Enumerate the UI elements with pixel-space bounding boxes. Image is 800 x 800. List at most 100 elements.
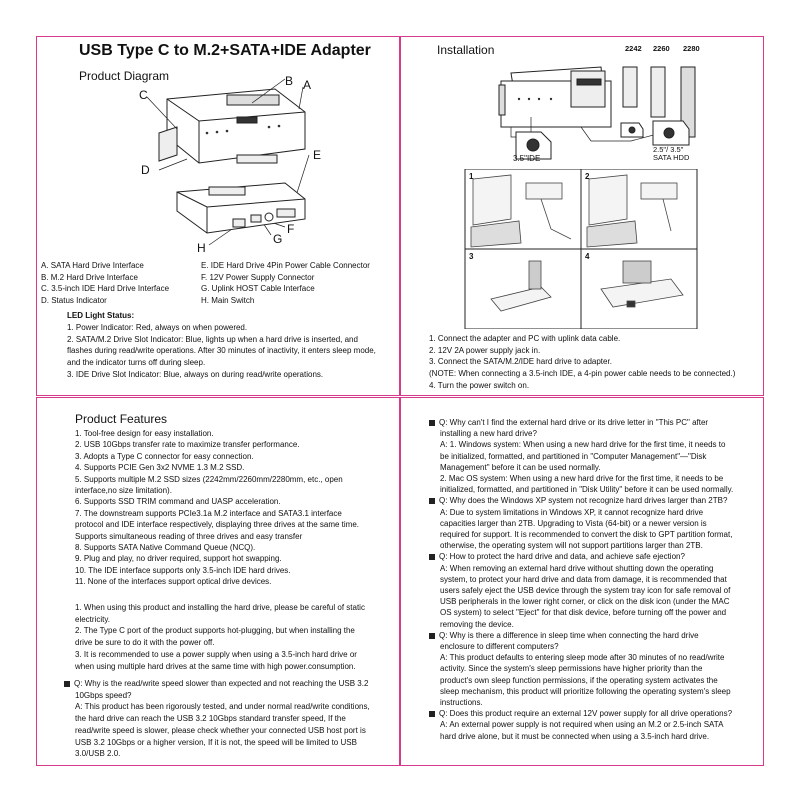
label-c: C	[139, 88, 148, 102]
faq-list: Q: Why can't I find the external hard dr…	[429, 417, 763, 742]
legend-item: F. 12V Power Supply Connector	[201, 272, 315, 282]
led-status-title: LED Light Status:	[67, 311, 135, 320]
size-2280: 2280	[683, 44, 700, 53]
hdd-type-label: SATA HDD	[653, 153, 690, 162]
step-num-1: 1	[469, 172, 474, 181]
label-f: F	[287, 222, 295, 236]
label-g: G	[273, 232, 283, 246]
led-line: flashes during read/write operations. Af…	[67, 346, 376, 356]
note-line: drive be sure to do it with the power of…	[75, 638, 215, 648]
faq-answer: removing the device.	[440, 619, 514, 629]
square-bullet-icon	[429, 498, 435, 505]
label-a: A	[303, 78, 312, 92]
faq-answer: be initialized, formatted, and partition…	[440, 451, 707, 461]
label-d: D	[141, 163, 150, 177]
square-bullet-icon	[429, 711, 435, 718]
legend-item: E. IDE Hard Drive 4Pin Power Cable Conne…	[201, 261, 370, 270]
faq-answer: A: This product has been rigorously test…	[75, 702, 370, 712]
faq-question: 10Gbps speed?	[75, 690, 132, 700]
faq-question: Q: Does this product require an external…	[439, 709, 733, 719]
faq-answer: sleep mechanism, this product will prior…	[440, 686, 731, 696]
led-line: 2. SATA/M.2 Drive Slot Indicator: Blue, …	[67, 334, 358, 344]
faq-answer: A: When removing an external hard drive …	[440, 563, 714, 573]
faq-answer: activity. Since the system's sleep permi…	[440, 664, 703, 674]
product-diagram-panel: USB Type C to M.2+SATA+IDE Adapter Produ…	[36, 36, 400, 396]
note-line: when using multiple hard drives at the s…	[75, 661, 356, 671]
feature-line: 11. None of the interfaces support optic…	[75, 577, 272, 587]
faq-answer: USB 3.2 10Gbps or a higher version, If i…	[75, 737, 357, 747]
feature-line: 6. Supports SSD TRIM command and UASP ac…	[75, 497, 281, 507]
faq-answer: read/write speed is slower, please check…	[75, 725, 366, 735]
features-title: Product Features	[75, 412, 168, 426]
faq-question: enclosure to different computers?	[440, 642, 559, 652]
faq-answer: 2. Mac OS system: When using a new hard …	[440, 474, 724, 484]
faq-answer: OS system) to select "Eject" for that di…	[440, 608, 727, 618]
size-2242: 2242	[625, 44, 642, 53]
installation-steps-list: 1. Connect the adapter and PC with uplin…	[429, 333, 763, 392]
faq-item: Q: Why does the Windows XP system not re…	[429, 495, 763, 551]
step-line: 3. Connect the SATA/M.2/IDE hard drive t…	[429, 357, 612, 367]
label-b: B	[285, 74, 294, 88]
product-features-panel: Product Features 1. Tool-free design for…	[36, 397, 400, 766]
features-list: 1. Tool-free design for easy installatio…	[75, 428, 397, 588]
led-line: 1. Power Indicator: Red, always on when …	[67, 323, 248, 332]
legend-left: A. SATA Hard Drive Interface B. M.2 Hard…	[41, 260, 201, 307]
installation-steps-diagram	[464, 169, 698, 329]
device-diagram	[146, 78, 310, 246]
feature-line: 7. The downstream supports PCIe3.1a M.2 …	[75, 508, 342, 518]
led-status-list: 1. Power Indicator: Red, always on when …	[67, 322, 397, 381]
usage-notes: 1. When using this product and installin…	[75, 602, 397, 672]
installation-title: Installation	[437, 43, 495, 57]
faq-item: Q: How to protect the hard drive and dat…	[429, 551, 763, 629]
faq-question: Q: Why does the Windows XP system not re…	[439, 496, 728, 506]
square-bullet-icon	[429, 632, 435, 639]
step-line: (NOTE: When connecting a 3.5-inch IDE, a…	[429, 369, 736, 379]
faq-answer: the hard drive can reach the USB 3.2 10G…	[75, 714, 346, 724]
faq-answer: required for support. It is recommended …	[440, 530, 733, 540]
square-bullet-icon	[64, 681, 70, 687]
faq-answer: product's own sleep function permissions…	[440, 675, 718, 685]
legend-item: D. Status Indicator	[41, 296, 107, 306]
step-line: 1. Connect the adapter and PC with uplin…	[429, 334, 621, 343]
step-num-4: 4	[585, 252, 590, 261]
step-line: 2. 12V 2A power supply jack in.	[429, 345, 541, 355]
legend-item: G. Uplink HOST Cable Interface	[201, 284, 315, 294]
faq-answer: hard drive alone, but it must be connect…	[440, 731, 710, 741]
feature-line: 10. The IDE interface supports only 3.5-…	[75, 565, 291, 575]
feature-line: 5. Supports multiple M.2 SSD sizes (2242…	[75, 474, 343, 484]
faq-item: Q: Why can't I find the external hard dr…	[429, 417, 763, 495]
legend-right: E. IDE Hard Drive 4Pin Power Cable Conne…	[201, 260, 399, 307]
legend-item: C. 3.5-inch IDE Hard Drive Interface	[41, 284, 170, 294]
faq-question: installing a new hard drive?	[440, 429, 537, 439]
faq-answer: initialized, formatted, and partitioned …	[440, 485, 734, 495]
feature-line: 1. Tool-free design for easy installatio…	[75, 429, 214, 438]
faq-answer: A: 1. Windows system: When using a new h…	[440, 440, 726, 450]
product-title: USB Type C to M.2+SATA+IDE Adapter	[79, 42, 371, 59]
product-diagram-heading: Product Diagram	[79, 69, 170, 83]
faq-answer: capacities larger than 2TB. Upgrading to…	[440, 518, 707, 528]
faq-answer: 3.0/USB 2.0.	[75, 749, 121, 759]
feature-line: 3. Adopts a Type C connector for easy co…	[75, 451, 254, 461]
faq-answer: otherwise, the operating system will not…	[440, 541, 703, 551]
label-h: H	[197, 241, 206, 255]
note-line: 1. When using this product and installin…	[75, 603, 365, 612]
feature-line: interface,no size limitation).	[75, 486, 172, 496]
feature-line: 4. Supports PCIE Gen 3x2 NVME 1.3 M.2 SS…	[75, 463, 245, 473]
faq-answer: A: An external power supply is not requi…	[440, 720, 724, 730]
led-line: 3. IDE Drive Slot Indicator: Blue, alway…	[67, 369, 324, 379]
legend-item: A. SATA Hard Drive Interface	[41, 261, 144, 270]
note-line: electricity.	[75, 614, 110, 624]
installation-panel: Installation 2242 2260	[400, 36, 764, 396]
faq-answer: system, to protect your hard drive and d…	[440, 574, 727, 584]
faq-question: Q: Why is there a difference in sleep ti…	[439, 630, 699, 640]
feature-line: protocol and IDE interface respectively,…	[75, 520, 359, 530]
faq-question: Q: How to protect the hard drive and dat…	[439, 552, 685, 562]
feature-line: 2. USB 10Gbps transfer rate to maximize …	[75, 440, 300, 450]
ide-drive-label: 3.5"IDE	[513, 154, 541, 163]
feature-line: Supports simultaneous reading of three d…	[75, 531, 303, 541]
step-line: 4. Turn the power switch on.	[429, 380, 530, 390]
square-bullet-icon	[429, 420, 435, 426]
square-bullet-icon	[429, 554, 435, 561]
faq-question: Q: Why can't I find the external hard dr…	[439, 418, 709, 427]
hdd-size-label: 2.5"/ 3.5"	[653, 145, 684, 154]
